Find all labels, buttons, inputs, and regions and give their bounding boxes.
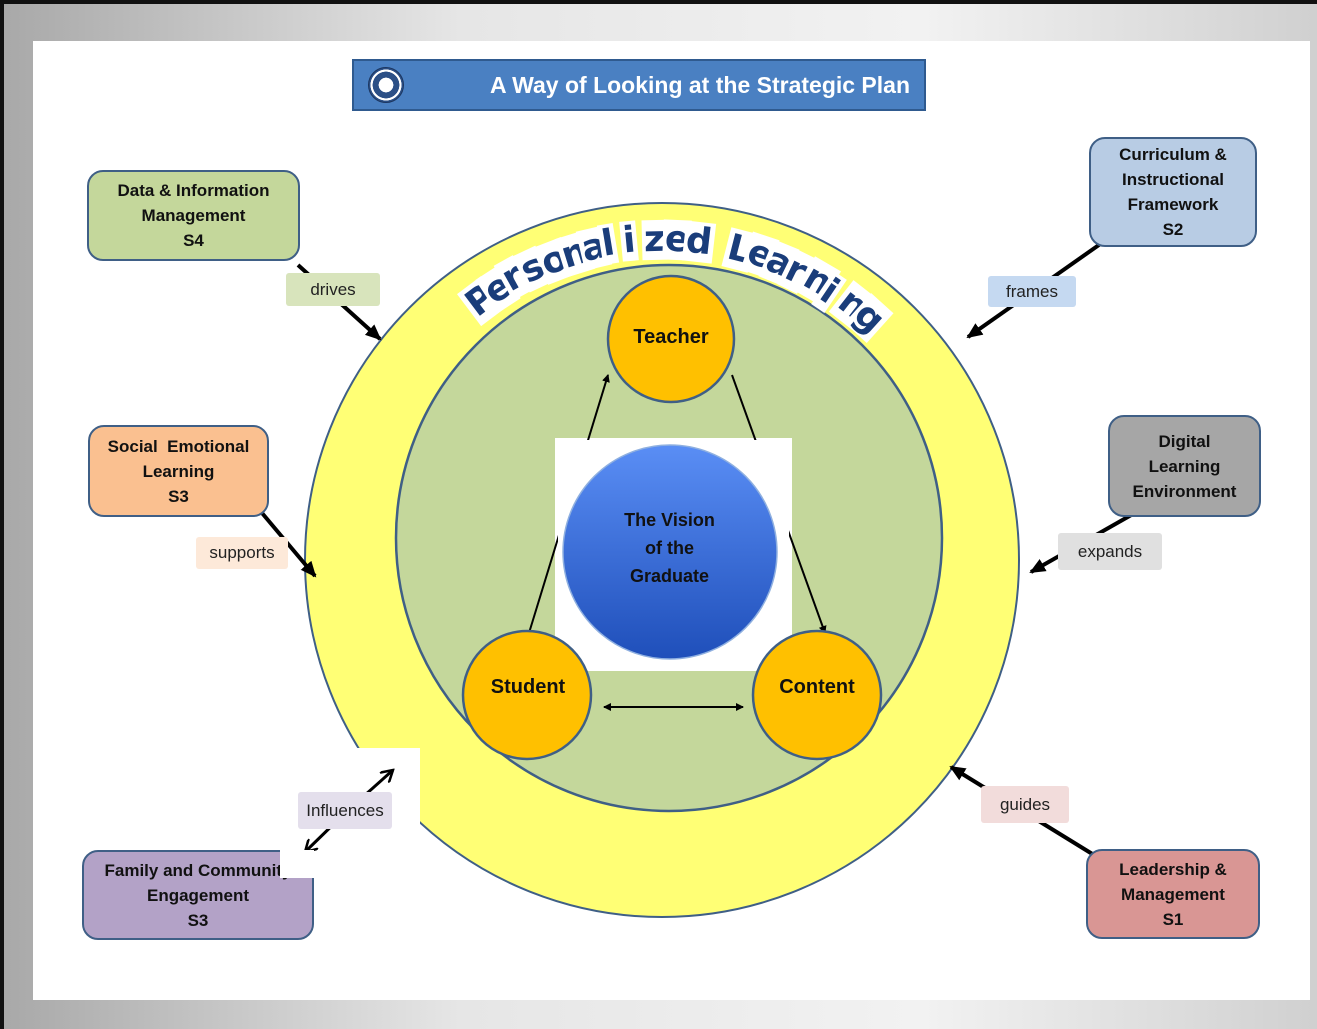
box-social-line-1: Social Emotional [107,436,250,456]
box-curriculum-instructional-framework: Curriculum & Instructional Framework S2 [1089,137,1257,247]
label-drives: drives [286,273,380,306]
vision-line-3: Graduate [629,566,710,586]
teacher-label: Teacher [633,326,709,348]
label-expands: expands [1058,533,1162,570]
vision-circle [562,444,778,660]
box-social-emotional-learning: Social Emotional Learning S3 [88,425,269,517]
label-guides: guides [981,786,1069,823]
box-curriculum-line-3: Framework [1127,195,1219,214]
box-data-line-2: Management [141,206,246,225]
box-data-information-management: Data & Information Management S4 [87,170,300,261]
label-supports: supports [196,537,288,569]
arrow-social-supports [260,511,317,578]
box-family-line-3: S3 [187,910,209,930]
box-digital-line-2: Learning [1148,456,1221,476]
box-digital-line-3: Environment [1132,481,1237,501]
box-leadership-line-1: Leadership & [1119,859,1227,879]
box-social-line-3: S3 [168,486,189,506]
box-family-line-2: Engagement [146,885,250,905]
box-curriculum-line-1: Curriculum & [1119,145,1227,164]
box-leadership-management: Leadership & Management S1 [1086,849,1260,939]
page-title: A Way of Looking at the Strategic Plan [490,71,911,98]
district-seal-icon [368,67,404,103]
teacher-node [606,274,736,404]
box-leadership-line-2: Management [1121,884,1225,904]
label-influences: Influences [298,792,392,829]
box-leadership-line-3: S1 [1162,909,1184,929]
student-node [461,629,593,761]
box-curriculum-line-4: S2 [1162,220,1184,239]
box-social-line-2: Learning [142,461,215,481]
box-digital-line-1: Digital [1158,431,1211,451]
box-data-line-1: Data & Information [117,181,270,200]
student-label: Student [490,676,566,698]
box-data-line-3: S4 [183,231,204,250]
label-frames: frames [988,276,1076,307]
box-family-community-engagement: Family and Community Engagement S3 [82,850,314,940]
box-digital-learning-environment: Digital Learning Environment [1108,415,1261,517]
vision-line-2: of the [645,538,694,558]
box-family-line-1: Family and Community [104,860,292,880]
ring-label-letter: d [682,219,717,264]
box-curriculum-line-2: Instructional [1121,170,1224,189]
content-label: Content [779,676,855,698]
family-overlap-patch [280,850,314,878]
title-bar: A Way of Looking at the Strategic Plan [352,59,926,111]
vision-label: The Vision of the Graduate [563,506,776,590]
vision-line-1: The Vision [624,510,715,530]
content-node [751,629,883,761]
